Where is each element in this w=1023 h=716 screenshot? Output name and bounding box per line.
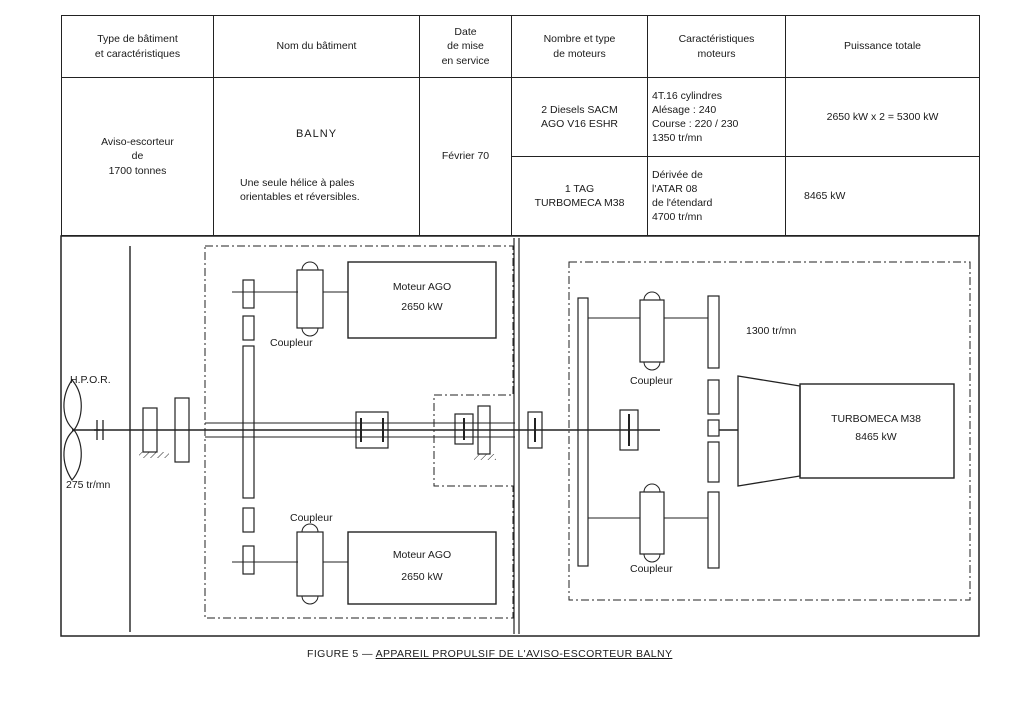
ship-name: BALNY [295, 127, 338, 140]
clutch-midline [454, 413, 474, 445]
cell-caracteristiques-turbine: Dérivée de l'ATAR 08 de l'étendard 4700 … [647, 156, 786, 236]
cell-type-batiment: Aviso-escorteur de 1700 tonnes [61, 77, 214, 236]
figure-caption: FIGURE 5 — APPAREIL PROPULSIF DE L'AVISO… [307, 648, 672, 660]
cell-moteurs-turbine: 1 TAG TURBOMECA M38 [511, 156, 648, 236]
turbomeca-m38 [799, 383, 955, 479]
table-row: Aviso-escorteur de 1700 tonnes BALNY Une… [61, 77, 980, 236]
thrust-bearing [139, 397, 190, 463]
caption-prefix: FIGURE 5 — [307, 648, 373, 660]
coupler-bottom-icon [301, 523, 319, 605]
turbine-gear [707, 379, 720, 415]
coupler-label-turbine-bottom: Coupleur [630, 563, 673, 575]
cell-caracteristiques-diesel: 4T.16 cylindres Alésage : 240 Course : 2… [647, 77, 786, 157]
turbine-reduction-gear [577, 297, 589, 567]
motor-ago-bottom [347, 531, 497, 605]
turbine-gear [707, 419, 720, 437]
intermediate-bearing [474, 405, 496, 460]
coupler-label-top: Coupleur [270, 337, 313, 349]
table-row: 1 TAG TURBOMECA M38 Dérivée de l'ATAR 08… [62, 156, 980, 236]
coupler-label-bottom: Coupleur [290, 512, 333, 524]
header-nom-batiment: Nom du bâtiment [213, 15, 420, 78]
cell-puissance-turbine: 8465 kW [785, 156, 980, 236]
diesel-compartment-outline [204, 245, 514, 619]
propeller-speed-label: 275 tr/mn [66, 479, 111, 491]
cell-puissance-diesel: 2650 kW x 2 = 5300 kW [785, 77, 980, 157]
cell-moteurs-diesel: 2 Diesels SACM AGO V16 ESHR [511, 77, 648, 157]
turbine-compartment-outline [568, 261, 971, 601]
motor-top-power: 2650 kW [401, 301, 443, 313]
header-puissance: Puissance totale [785, 15, 980, 78]
turbine-gear [707, 441, 720, 483]
turbine-speed-label: 1300 tr/mn [746, 325, 796, 337]
coupler-bottom [296, 531, 324, 597]
turbine-intake [737, 375, 801, 487]
motor-bottom-power: 2650 kW [401, 571, 443, 583]
turbine-name: TURBOMECA M38 [831, 413, 921, 425]
specification-table-wrapper: Type de bâtiment et caractéristiques Nom… [61, 15, 980, 236]
turbine-power: 8465 kW [855, 431, 897, 443]
coupler-label-turbine-top: Coupleur [630, 375, 673, 387]
turbine-gear-bottom [707, 491, 720, 569]
pinion-top [242, 315, 255, 341]
pinion-top [242, 279, 255, 309]
clutch-turbine [527, 409, 639, 451]
motor-bottom-name: Moteur AGO [393, 549, 451, 561]
ship-propeller-note: Une seule hélice à pales orientables et … [240, 176, 360, 203]
pinion-bottom [242, 507, 255, 533]
main-reduction-gear [242, 345, 255, 499]
header-type-batiment: Type de bâtiment et caractéristiques [61, 15, 214, 78]
schematic-frame [60, 235, 980, 637]
motor-top-name: Moteur AGO [393, 281, 451, 293]
cell-nom-batiment: BALNY Une seule hélice à pales orientabl… [213, 77, 420, 236]
coupler-top-icon [301, 261, 319, 337]
pinion-bottom [242, 545, 255, 575]
turbine-gear-top [707, 295, 720, 369]
clutch-diesel [355, 411, 389, 449]
turbine-couplers [588, 291, 708, 563]
coupler-top [296, 269, 324, 329]
caption-title: APPAREIL PROPULSIF DE L'AVISO-ESCORTEUR … [375, 648, 673, 660]
hpor-label: H.P.O.R. [70, 374, 111, 386]
specification-table: Type de bâtiment et caractéristiques Nom… [61, 15, 980, 236]
header-date-service: Date de mise en service [419, 15, 512, 78]
motor-ago-top [347, 261, 497, 339]
cell-date-service: Février 70 [419, 77, 512, 236]
